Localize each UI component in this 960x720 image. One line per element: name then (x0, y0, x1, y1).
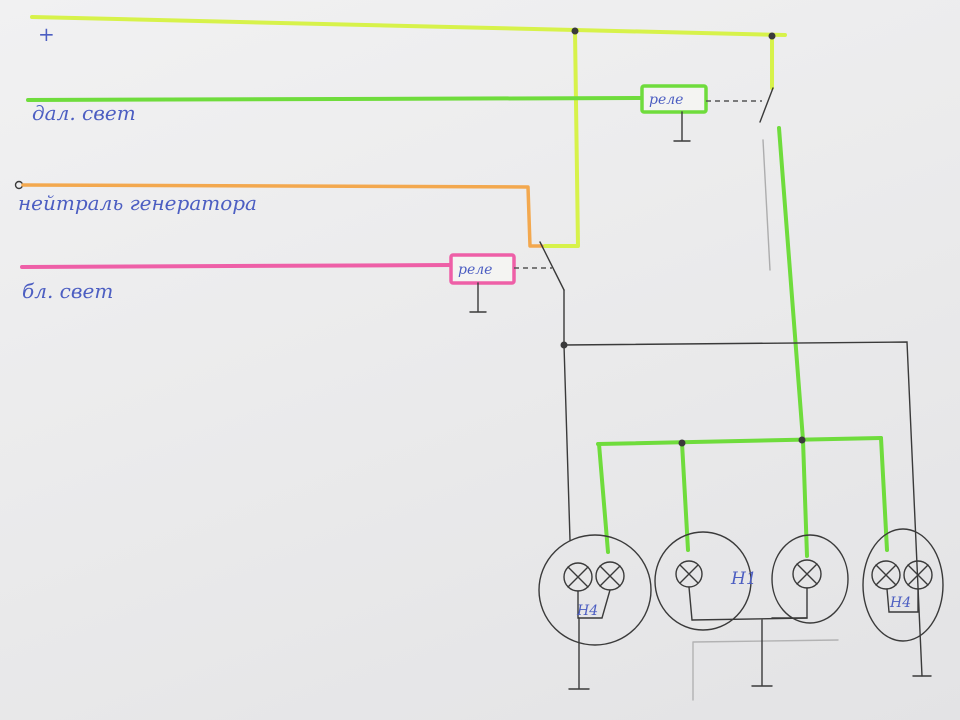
relay-top-box (640, 84, 708, 114)
lamp-center-label: Н1 (730, 569, 757, 589)
generator-neutral-wire (21, 183, 544, 248)
bus-drop-4 (879, 436, 889, 552)
headlight-center-right (771, 534, 849, 624)
low-beam-wire (20, 263, 453, 269)
bus-drop-1 (597, 442, 610, 554)
high-beam-feed (777, 126, 805, 442)
headlight-right (862, 528, 944, 642)
positive-drop-to-low-switch (543, 29, 580, 248)
junction-dot (798, 436, 806, 444)
generator-neutral-label: нейтраль генератора (18, 191, 257, 215)
headlight-center-left (654, 531, 752, 631)
low-beam-feed (563, 289, 923, 677)
lamp-left-label: Н4 (576, 603, 598, 619)
lamp-bulb-icon (563, 562, 593, 592)
relay-bottom-ground (469, 282, 487, 313)
lamp-bulb-icon (595, 561, 625, 591)
relay-bottom-box (449, 253, 516, 285)
positive-wire (30, 15, 787, 37)
high-beam-label: дал. свет (32, 101, 136, 125)
pencil-guide (762, 139, 771, 271)
bus-drop-2 (680, 441, 690, 552)
relay-bottom-label: реле (458, 262, 492, 278)
lamp-bulb-icon (903, 560, 933, 590)
high-beam-wire (26, 96, 645, 102)
relay-top-ground (673, 111, 691, 142)
center-ground (691, 617, 808, 687)
junction-dot (571, 27, 579, 35)
lamp-bulb-icon (871, 560, 901, 590)
junction-dot (678, 439, 686, 447)
low-beam-drop-left (563, 344, 571, 541)
high-beam-bus (596, 436, 883, 446)
pencil-guide (692, 639, 839, 701)
bus-drop-3 (801, 438, 809, 558)
left-ground (568, 617, 590, 690)
low-beam-switch-blade (539, 241, 565, 291)
relay-top-label: реле (649, 92, 683, 108)
headlight-left (538, 534, 652, 646)
plus-label: + (38, 22, 55, 46)
low-beam-label: бл. свет (22, 279, 113, 303)
lamp-right-label: Н4 (889, 595, 911, 611)
junction-dot (768, 32, 776, 40)
high-beam-switch-blade (759, 87, 774, 123)
lamp-bulb-icon (675, 560, 703, 588)
lamp-bulb-icon (792, 559, 822, 589)
